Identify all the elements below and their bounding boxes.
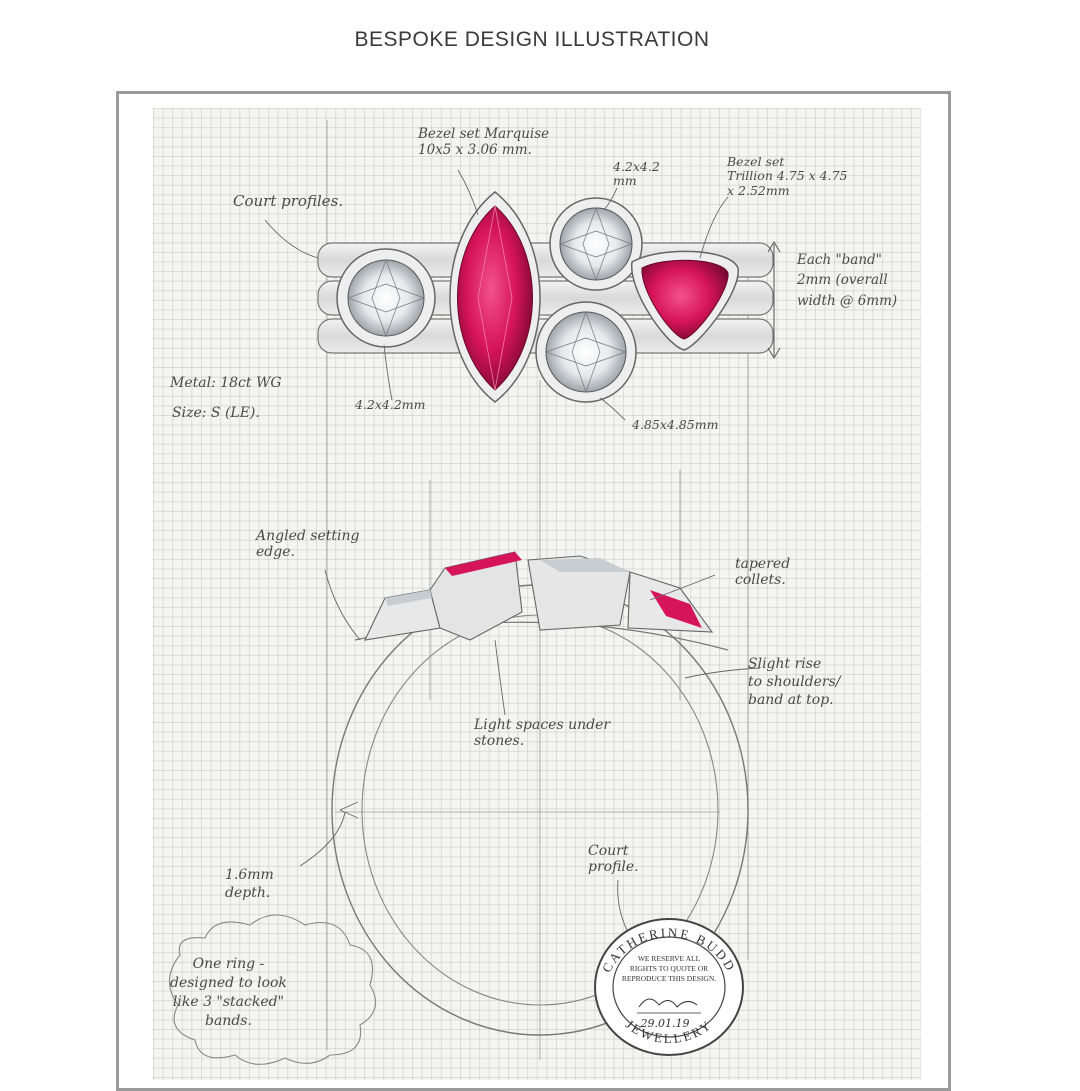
note-each-band: Each "band" 2mm (overall width @ 6mm) (797, 252, 898, 309)
width-dimension-arrow (767, 241, 781, 359)
seal-line-2: RIGHTS TO QUOTE OR (630, 964, 708, 973)
note-trillion: Bezel set Trillion 4.75 x 4.75 x 2.52mm (727, 154, 848, 198)
seal-line-3: REPRODUCE THIS DESIGN. (622, 974, 716, 983)
round-diamond-bottom (535, 301, 637, 403)
note-size: Size: S (LE). (172, 405, 260, 421)
note-tapered-collets: tapered collets. (735, 556, 791, 589)
note-cloud-text: One ring - designed to look like 3 "stac… (170, 956, 287, 1029)
round-diamond-left (336, 248, 436, 348)
note-cloud (168, 914, 377, 1065)
leader-lines-top (264, 169, 729, 421)
note-round-bottom: 4.85x4.85mm (632, 417, 719, 432)
leader-lines-bottom (299, 569, 761, 951)
round-diamond-top (549, 197, 643, 291)
ring-side-view (331, 551, 749, 1036)
note-round-left: 4.2x4.2mm (355, 397, 426, 412)
note-round-top: 4.2x4.2 mm (613, 159, 660, 189)
note-depth: 1.6mm depth. (225, 867, 274, 902)
seal-line-1: WE RESERVE ALL (638, 954, 701, 963)
marquise-ruby (449, 191, 541, 403)
seal-date: 29.01.19 (640, 1017, 690, 1030)
note-marquise: Bezel set Marquise 10x5 x 3.06 mm. (418, 126, 550, 158)
page-title: BESPOKE DESIGN ILLUSTRATION (354, 28, 710, 51)
trillion-ruby (631, 250, 739, 351)
note-court-profiles: Court profiles. (233, 192, 344, 210)
note-slight-rise: Slight rise to shoulders/ band at top. (748, 656, 841, 709)
note-angled-edge: Angled setting edge. (256, 528, 360, 561)
note-court-profile: Court profile. (588, 843, 639, 876)
note-metal: Metal: 18ct WG (170, 375, 282, 391)
note-light-spaces: Light spaces under stones. (474, 717, 611, 750)
maker-seal: CATHERINE BUDD JEWELLERY WE RESERVE ALL … (594, 918, 744, 1056)
